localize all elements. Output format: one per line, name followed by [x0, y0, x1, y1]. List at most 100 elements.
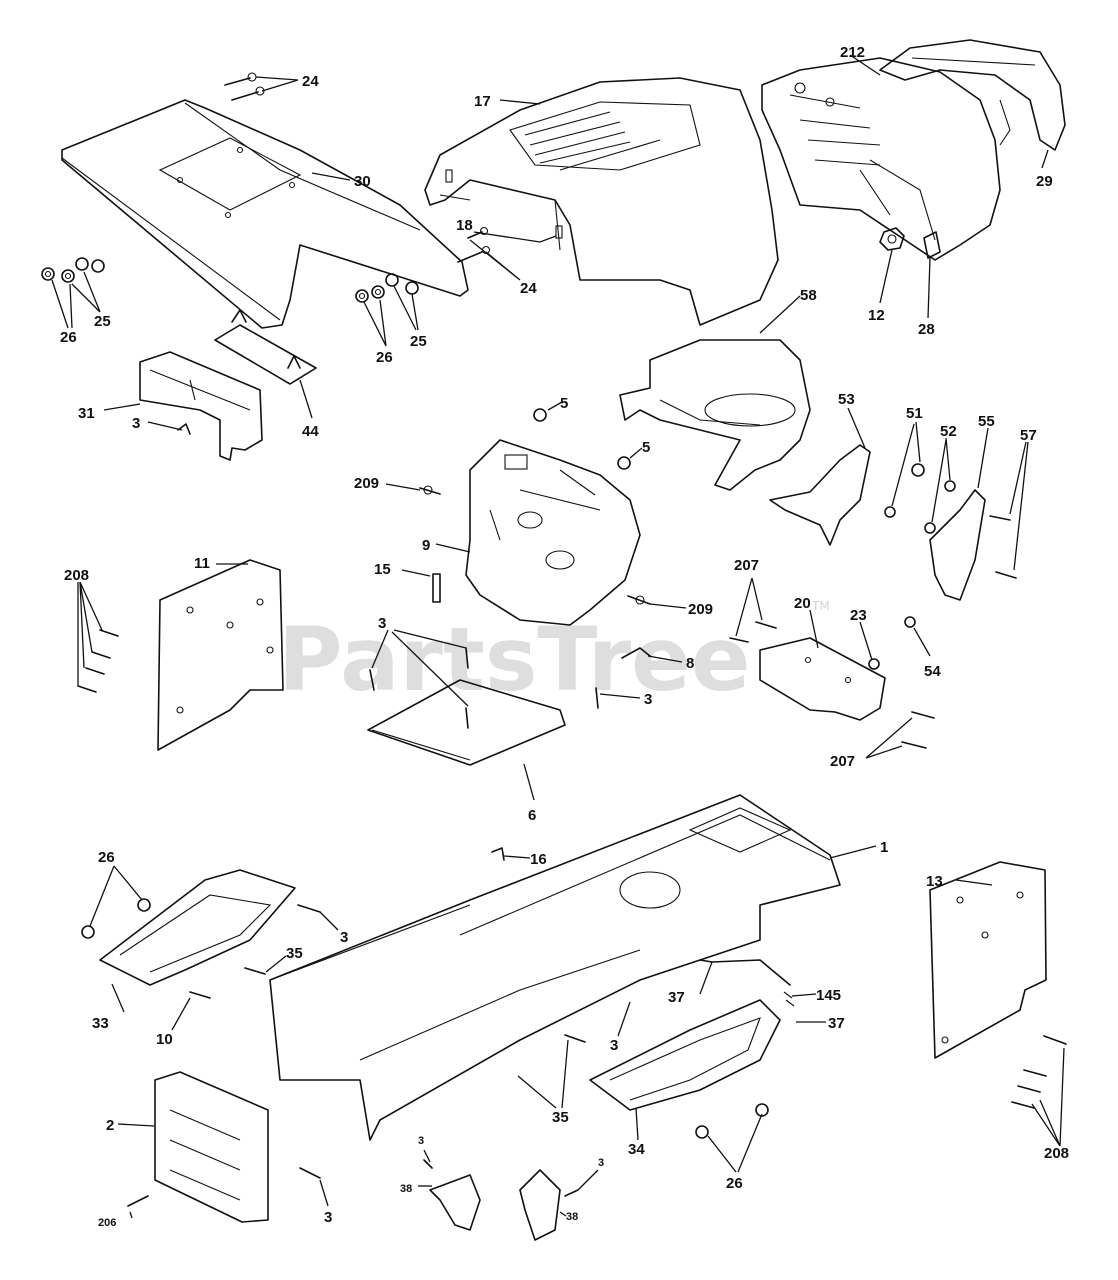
callout-51: 51 [906, 405, 923, 422]
callout-28: 28 [918, 321, 935, 338]
part-2-panel [154, 1071, 269, 1223]
part-44-plate [214, 309, 317, 385]
part-24-bolts [224, 72, 265, 101]
leader-lines [51, 54, 1065, 1219]
part-12-nut [879, 227, 905, 251]
callout-37: 37 [828, 1015, 845, 1032]
callout-23: 23 [850, 607, 867, 624]
hardware-25-26-left [41, 257, 105, 283]
callout-8: 8 [686, 655, 694, 672]
part-206-3-bolts [127, 1167, 321, 1207]
part-212-grille [761, 57, 1001, 261]
callout-labels: 24 17 212 29 30 18 24 12 28 25 26 26 25 … [60, 44, 1069, 1229]
callout-3: 3 [644, 691, 652, 708]
callout-25: 25 [410, 333, 427, 350]
part-208-bolts-left [77, 629, 119, 693]
hardware-25-26-right [355, 273, 419, 303]
part-55-lever [929, 489, 986, 601]
callout-35: 35 [286, 945, 303, 962]
callout-44: 44 [302, 423, 319, 440]
part-3-screws-b [369, 647, 599, 729]
callout-208: 208 [1044, 1145, 1069, 1162]
callout-12: 12 [868, 307, 885, 324]
callout-17: 17 [474, 93, 491, 110]
part-28-clip [923, 231, 941, 259]
watermark: PartsTree [278, 608, 750, 711]
callout-208: 208 [64, 567, 89, 584]
callout-207: 207 [734, 557, 759, 574]
callout-38: 38 [400, 1183, 412, 1195]
part-23-nut [868, 658, 880, 670]
part-35-10-bolts [189, 904, 586, 1043]
callout-1: 1 [880, 839, 888, 856]
part-16-bushing [491, 847, 505, 861]
callout-18: 18 [456, 217, 473, 234]
part-9-panel [465, 439, 641, 626]
callout-26: 26 [376, 349, 393, 366]
callout-53: 53 [838, 391, 855, 408]
part-209-bolts [419, 485, 651, 605]
part-54-nut [904, 616, 916, 628]
part-207-bolts [729, 621, 935, 749]
part-30-fender [61, 99, 469, 329]
callout-2: 2 [106, 1117, 114, 1134]
part-208-bolts-right [1011, 1035, 1067, 1109]
callout-9: 9 [422, 537, 430, 554]
callout-5: 5 [560, 395, 568, 412]
callout-206: 206 [98, 1217, 116, 1229]
callout-38: 38 [566, 1211, 578, 1223]
part-29-bumper [879, 39, 1066, 151]
callout-13: 13 [926, 873, 943, 890]
part-5-nuts [533, 408, 631, 470]
callout-10: 10 [156, 1031, 173, 1048]
watermark-trademark: TM [811, 599, 830, 613]
callout-26: 26 [60, 329, 77, 346]
callout-15: 15 [374, 561, 391, 578]
callout-26: 26 [98, 849, 115, 866]
part-15-pin [432, 573, 441, 603]
part-13-side-panel [929, 861, 1047, 1059]
callout-11: 11 [194, 555, 210, 572]
part-20-bracket [759, 637, 886, 721]
callout-34: 34 [628, 1141, 645, 1158]
callout-33: 33 [92, 1015, 109, 1032]
callout-55: 55 [978, 413, 995, 430]
part-37-145-spring [699, 959, 795, 1007]
callout-37: 37 [668, 989, 685, 1006]
part-53-lever [769, 444, 871, 546]
callout-54: 54 [924, 663, 941, 680]
part-38-brackets [423, 1159, 579, 1241]
callout-3: 3 [340, 929, 348, 946]
callout-3: 3 [598, 1157, 604, 1169]
callout-20: 20 [794, 595, 811, 612]
callout-3: 3 [610, 1037, 618, 1054]
part-6-plate [367, 679, 566, 766]
callout-6: 6 [528, 807, 536, 824]
part-57-bolts [989, 515, 1017, 579]
callout-207: 207 [830, 753, 855, 770]
part-33-footrest [99, 869, 296, 986]
callout-35: 35 [552, 1109, 569, 1126]
part-58-dash-panel [619, 339, 811, 491]
callout-209: 209 [688, 601, 713, 618]
callout-24: 24 [302, 73, 319, 90]
callout-25: 25 [94, 313, 111, 330]
part-51-52-nuts [884, 463, 956, 534]
callout-3: 3 [324, 1209, 332, 1226]
callout-30: 30 [354, 173, 371, 190]
callout-24: 24 [520, 280, 537, 297]
callout-3: 3 [418, 1135, 424, 1147]
part-3-screw-a [177, 423, 191, 435]
callout-5: 5 [642, 439, 650, 456]
part-1-frame [269, 794, 841, 1141]
part-8-clip [621, 647, 651, 659]
callout-16: 16 [530, 851, 547, 868]
callout-57: 57 [1020, 427, 1037, 444]
part-11-side-panel [157, 559, 284, 751]
callout-26: 26 [726, 1175, 743, 1192]
callout-209: 209 [354, 475, 379, 492]
callout-3: 3 [132, 415, 140, 432]
callout-3: 3 [378, 615, 386, 632]
callout-29: 29 [1036, 173, 1053, 190]
